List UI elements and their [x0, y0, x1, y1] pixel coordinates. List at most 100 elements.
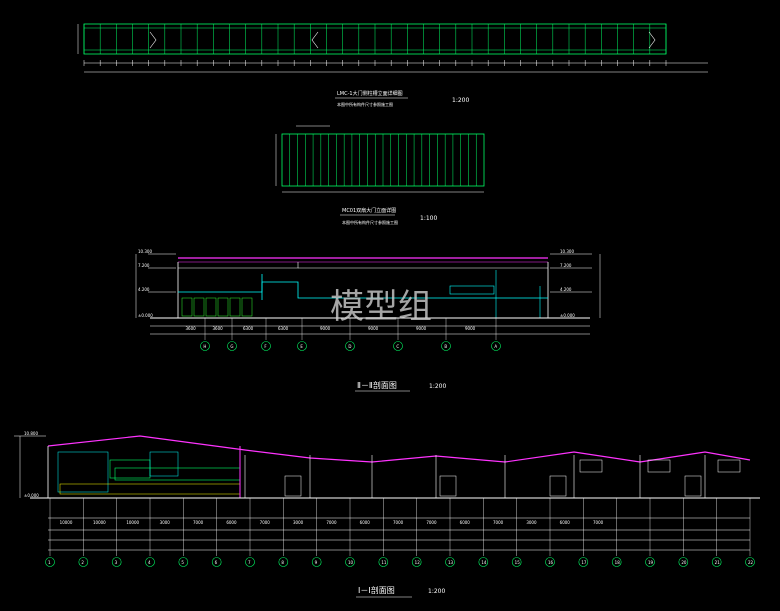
s1-axis-label: 14 [481, 560, 487, 565]
s1-dim-label: 7000 [426, 520, 437, 525]
s1-dim-label: 7000 [326, 520, 337, 525]
s1-elev-label: ±0.000 [24, 493, 39, 498]
s2-left-elev-label: 10.300 [138, 249, 152, 254]
door-scale: 1:100 [420, 215, 437, 222]
s1-axis-bubble [545, 557, 555, 567]
s1-axis-bubble [711, 557, 722, 567]
door-elevation-panel [275, 125, 485, 193]
s2-axis-label: B [444, 344, 447, 349]
s2-axis-bubble [297, 341, 307, 351]
lmc-scale: 1:200 [452, 97, 469, 104]
s1-axis-bubble [445, 557, 455, 567]
s1-axis-bubble [111, 557, 122, 567]
s1-axis-bubble [645, 557, 655, 567]
s1-axis-bubble [478, 557, 489, 567]
s1-axis-label: 22 [748, 560, 754, 565]
s1-axis-label: 19 [648, 560, 654, 565]
s1-axis-label: 2 [81, 560, 84, 565]
s1-axis-label: 1 [48, 560, 51, 565]
s1-axis-label: 6 [215, 560, 218, 565]
section-2-title: Ⅱ－Ⅱ剖面图 [357, 380, 397, 390]
s2-dim-label: 6300 [278, 326, 289, 331]
s1-axis-label: 11 [381, 560, 387, 565]
s2-right-elev-label: ±0.000 [560, 313, 575, 318]
s1-axis-label: 5 [181, 560, 184, 565]
s1-axis-bubble [345, 557, 355, 567]
s1-axis-label: 16 [548, 560, 554, 565]
s1-dim-label: 10000 [126, 520, 139, 525]
s2-dim-label: 3600 [186, 326, 197, 331]
watermark: 模型组 [330, 287, 432, 327]
s2-left-elev-label: ±0.000 [138, 313, 153, 318]
s2-axis-bubble [200, 341, 210, 351]
s1-axis-label: 4 [148, 560, 151, 565]
s2-dim-label: 9000 [368, 326, 379, 331]
s2-axis-label: F [264, 344, 267, 349]
s1-dim-label: 3000 [293, 520, 304, 525]
s1-axis-label: 21 [715, 560, 721, 565]
door-note: 本图中所有构件尺寸参照施工图 [342, 219, 398, 225]
s1-dim-label: 10000 [60, 520, 73, 525]
s2-right-elev-label: 4.200 [560, 287, 572, 292]
s2-axis-bubble [441, 341, 451, 351]
s2-axis-label: A [494, 344, 497, 349]
s1-axis-bubble [745, 557, 755, 567]
s1-dim-label: 3000 [526, 520, 537, 525]
s1-axis-label: 12 [415, 560, 421, 565]
s2-axis-label: G [230, 344, 233, 349]
s2-axis-label: H [203, 344, 206, 349]
door-title: MC01双扇大门立面详图 [342, 207, 396, 214]
s2-left-elev-label: 7.200 [138, 263, 150, 268]
section-2-drawing [135, 253, 601, 340]
lmc-note: 本图中所有构件尺寸参照施工图 [337, 101, 393, 107]
s2-axis-bubble [491, 341, 501, 351]
s1-axis-label: 10 [348, 560, 354, 565]
s1-axis-bubble [245, 557, 255, 567]
s2-axis-bubble [345, 341, 355, 351]
s1-dim-label: 10000 [93, 520, 106, 525]
s1-dim-label: 6000 [360, 520, 371, 525]
s1-axis-bubble [178, 557, 189, 567]
section-2-scale: 1:200 [429, 383, 446, 390]
s1-axis-label: 13 [448, 560, 454, 565]
s1-axis-label: 3 [115, 560, 118, 565]
s1-dim-label: 3000 [160, 520, 171, 525]
s2-axis-bubble [261, 341, 271, 351]
s2-dim-label: 9000 [320, 326, 331, 331]
s1-axis-bubble [578, 557, 589, 567]
s1-axis-label: 18 [615, 560, 621, 565]
s1-axis-bubble [378, 557, 389, 567]
s1-dim-label: 6000 [560, 520, 571, 525]
s1-axis-bubble [511, 557, 522, 567]
s1-axis-bubble [278, 557, 289, 567]
s1-axis-label: 8 [281, 560, 284, 565]
s2-left-elev-label: 4.200 [138, 287, 150, 292]
s2-axis-label: E [300, 344, 303, 349]
s1-dim-label: 6000 [460, 520, 471, 525]
s1-axis-bubble [211, 557, 222, 567]
s2-right-elev-label: 7.200 [560, 263, 572, 268]
s1-dim-label: 7000 [493, 520, 504, 525]
s2-dim-label: 6300 [243, 326, 254, 331]
s1-dim-label: 7000 [193, 520, 204, 525]
s2-dim-label: 3600 [213, 326, 224, 331]
s2-axis-bubble [393, 341, 403, 351]
section-1-drawing [14, 435, 760, 556]
s1-axis-label: 9 [315, 560, 318, 565]
lmc-elevation-panel [77, 23, 708, 73]
s2-axis-bubble [227, 341, 237, 351]
s1-axis-label: 20 [681, 560, 687, 565]
s1-axis-bubble [411, 557, 422, 567]
s1-dim-label: 7000 [593, 520, 604, 525]
s2-right-elev-label: 10.300 [560, 249, 574, 254]
s1-dim-label: 6000 [226, 520, 237, 525]
s1-axis-bubble [311, 557, 322, 567]
s1-axis-bubble [45, 557, 55, 567]
s2-dim-label: 9000 [416, 326, 427, 331]
s2-axis-label: C [396, 344, 399, 349]
s2-axis-label: D [348, 344, 351, 349]
s1-axis-bubble [678, 557, 689, 567]
s1-axis-bubble [78, 557, 89, 567]
section-1-title: Ⅰ－Ⅰ剖面图 [358, 585, 395, 595]
